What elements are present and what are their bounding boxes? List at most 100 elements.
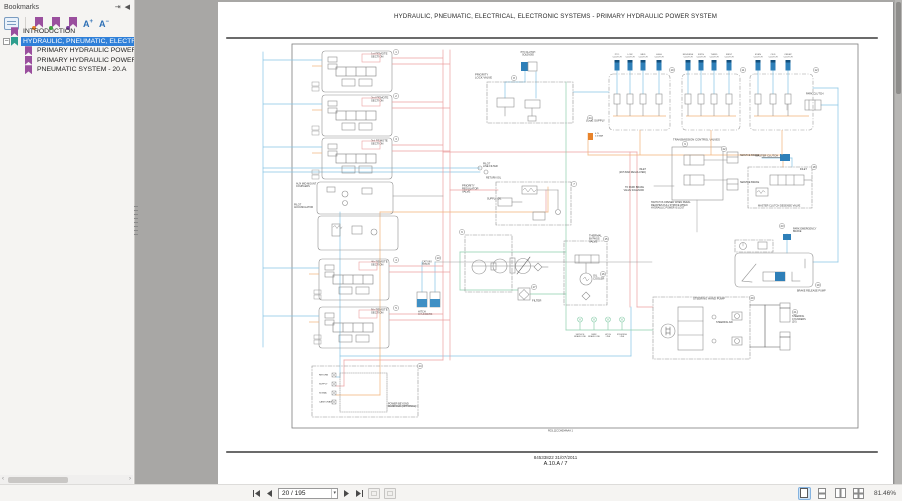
schematic-label: MASTER CLUTCH DESENSE VALVE	[758, 204, 801, 207]
svg-text:17: 17	[532, 285, 536, 289]
bookmark-item-label[interactable]: PRIMARY HYDRAULIC POWER SYS	[37, 56, 134, 64]
hydraulic-pumps	[464, 234, 549, 293]
scrollbar-thumb[interactable]	[8, 476, 68, 483]
filter-symbol	[517, 287, 531, 301]
bookmark-item[interactable]: PRIMARY HYDRAULIC POWER SYS	[0, 46, 134, 56]
pdf-page: HYDRAULIC, PNEUMATIC, ELECTRICAL, ELECTR…	[218, 2, 894, 485]
bookmark-item[interactable]: − HYDRAULIC, PNEUMATIC, ELECTRICA	[0, 36, 134, 47]
flow-indicator	[588, 133, 593, 140]
continuous-view-icon[interactable]	[816, 487, 829, 500]
bookmarks-panel: Bookmarks ⇥ ◀ A+ A− INTRODUCTION − HYDRAUL…	[0, 0, 135, 484]
previous-page-button[interactable]	[265, 489, 274, 498]
panel-splitter-handle[interactable]	[134, 206, 138, 236]
last-page-button[interactable]	[355, 489, 364, 498]
misc-connectors	[311, 81, 788, 345]
power-beyond-port	[331, 390, 337, 396]
bookmark-item-label[interactable]: HYDRAULIC, PNEUMATIC, ELECTRICA	[21, 36, 134, 46]
svg-text:16: 16	[601, 272, 605, 276]
bookmark-item[interactable]: INTRODUCTION	[0, 27, 134, 37]
page-footer-number: A.10.A / 7	[543, 461, 568, 467]
svg-text:4: 4	[395, 258, 397, 262]
remote-valve-section	[263, 94, 450, 137]
bookmarks-panel-header: Bookmarks ⇥ ◀	[0, 0, 134, 14]
page-number-input[interactable]: 20 / 195 ▾	[278, 487, 338, 499]
red-lines	[335, 49, 654, 387]
font-decrease-icon[interactable]: A−	[99, 19, 110, 29]
bookmark-item[interactable]: PNEUMATIC SYSTEM - 20.A	[0, 65, 134, 75]
svg-text:5: 5	[395, 306, 397, 310]
svg-text:6: 6	[461, 230, 463, 234]
pto-clutch-solenoid	[521, 61, 538, 72]
expander-minus-icon[interactable]: −	[3, 37, 10, 45]
bookmark-flag-icon	[11, 27, 18, 37]
page-navigation: 20 / 195 ▾	[252, 487, 396, 499]
bookmark-item[interactable]: PRIMARY HYDRAULIC POWER SYS	[0, 55, 134, 66]
master-clutch-solenoid	[761, 154, 790, 161]
bookmark-tree: INTRODUCTION − HYDRAULIC, PNEUMATIC, ELECT…	[0, 27, 134, 75]
brake-release-pump	[734, 252, 814, 288]
schematic-label: FILTER	[532, 299, 541, 303]
schematic-label: STEERING HAND PUMP	[693, 297, 725, 301]
priority-lock-valve	[486, 81, 574, 124]
reference-number: 12	[813, 67, 819, 73]
bookmark-level-flag-icon[interactable]	[66, 16, 77, 30]
reference-number: 23	[779, 223, 785, 229]
svg-text:9: 9	[684, 142, 686, 146]
scroll-right-arrow-icon[interactable]: ›	[129, 476, 131, 482]
bookmarks-horizontal-scrollbar[interactable]: ‹ ›	[0, 475, 133, 484]
bookmark-flag-icon	[11, 36, 18, 46]
dropdown-caret-icon[interactable]: ▾	[331, 488, 336, 498]
expand-bookmark-flag-icon[interactable]	[32, 16, 43, 30]
reference-number: 1	[393, 49, 399, 55]
scroll-left-arrow-icon[interactable]: ‹	[2, 476, 4, 482]
brake-line-accumulator	[591, 316, 597, 330]
bookmark-item-label[interactable]: INTRODUCTION	[23, 28, 76, 36]
font-increase-icon[interactable]: A+	[83, 19, 94, 29]
svg-text:3: 3	[395, 137, 397, 141]
view-mode-controls: 81.46%	[797, 486, 896, 500]
steering-cylinders	[749, 302, 791, 351]
first-page-button[interactable]	[252, 489, 261, 498]
reference-number: 17	[531, 284, 537, 290]
reference-number: 10	[669, 67, 675, 73]
schematic-label: SERVICE BRAKE	[740, 181, 760, 184]
svg-text:8: 8	[513, 76, 515, 80]
schematic-border	[291, 43, 859, 429]
reference-number: 19	[815, 282, 821, 288]
panel-pin-icon[interactable]: ⇥	[114, 4, 121, 11]
schematic-label: RETURN	[319, 374, 329, 376]
facing-view-icon[interactable]	[834, 487, 847, 500]
continuous-facing-view-icon[interactable]	[852, 487, 865, 500]
single-page-view-icon[interactable]	[797, 486, 811, 500]
priority-regulator-valve	[495, 181, 572, 226]
reference-number: 4	[393, 257, 399, 263]
document-vertical-scrollbar[interactable]	[895, 0, 902, 484]
panel-collapse-icon[interactable]: ◀	[124, 4, 130, 11]
previous-view-icon[interactable]	[368, 487, 380, 499]
bookmark-item-label[interactable]: PRIMARY HYDRAULIC POWER SYS	[37, 47, 134, 55]
svg-text:11: 11	[742, 68, 745, 72]
next-view-icon[interactable]	[384, 487, 396, 499]
thermal-bypass-valve	[563, 240, 608, 306]
bookmarks-panel-title: Bookmarks	[4, 3, 40, 11]
collapse-bookmark-flag-icon[interactable]	[49, 16, 60, 30]
next-page-button[interactable]	[342, 489, 351, 498]
reference-number: 5	[393, 305, 399, 311]
bookmark-item-label[interactable]: PNEUMATIC SYSTEM - 20.A	[37, 66, 127, 74]
scrollbar-thumb[interactable]	[896, 2, 901, 94]
reference-number: 6	[459, 229, 465, 235]
reference-number: 2	[393, 93, 399, 99]
hitch-cylinders	[416, 291, 441, 308]
